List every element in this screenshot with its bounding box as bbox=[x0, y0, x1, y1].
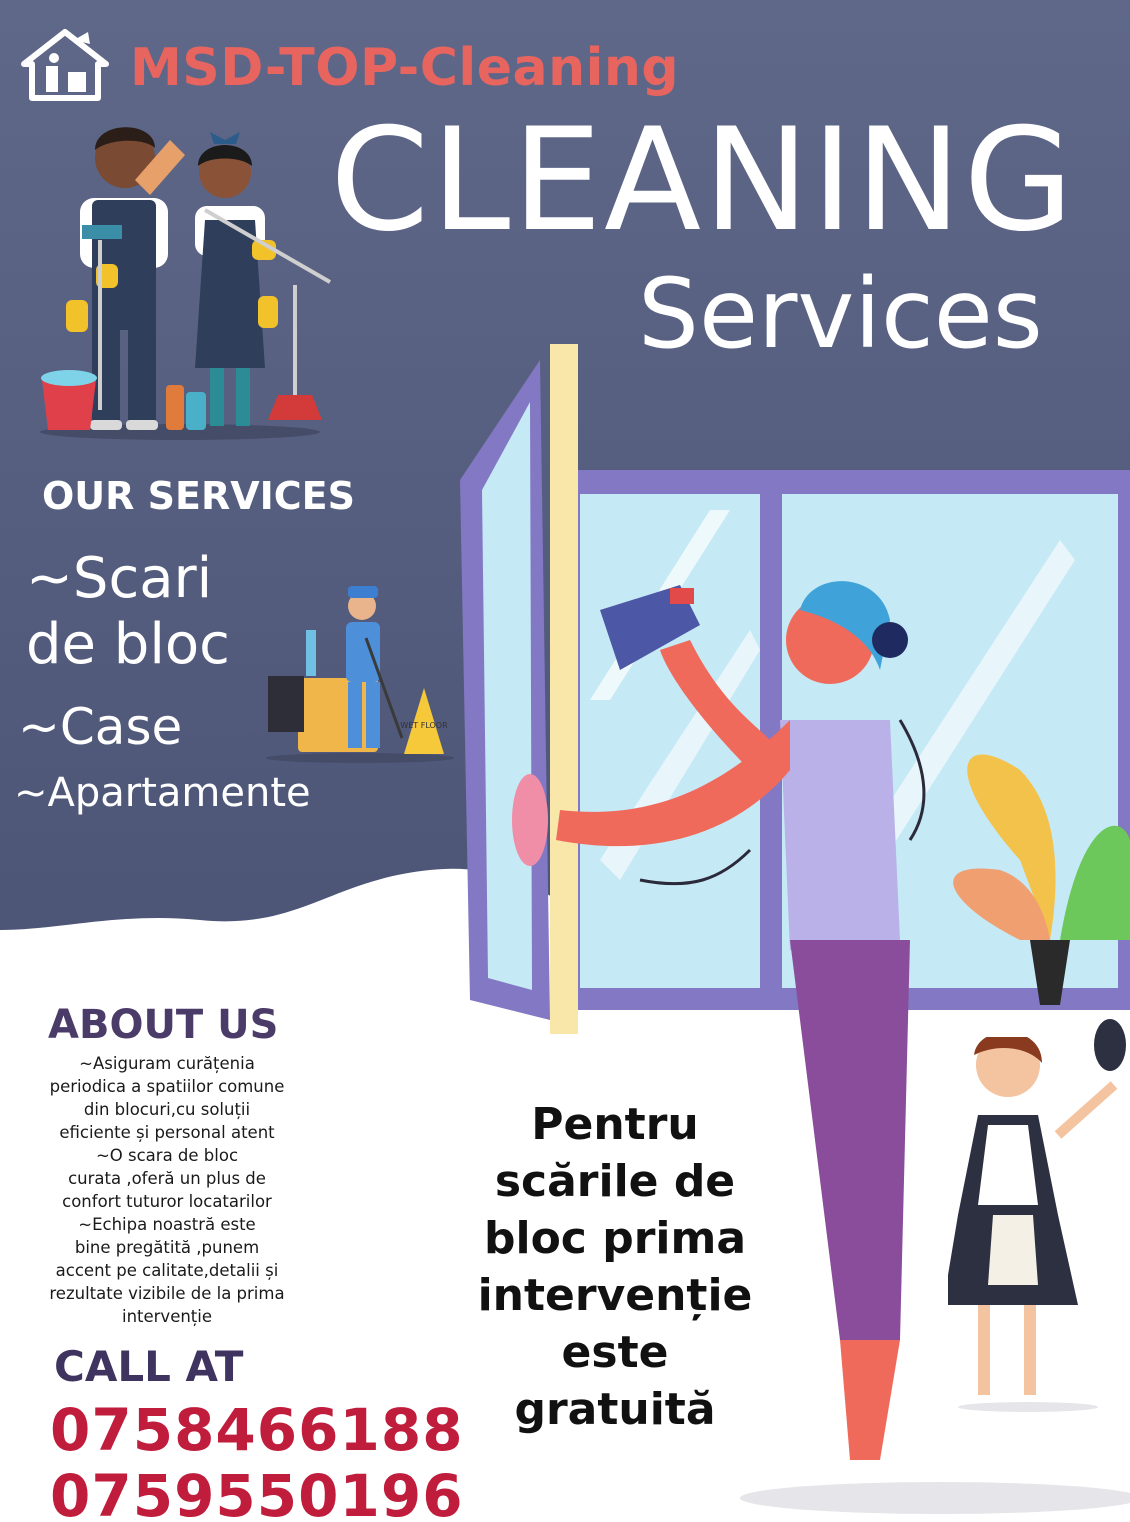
phone-number-1[interactable]: 0758466188 bbox=[50, 1396, 464, 1464]
about-line: rezultate vizibile de la prima bbox=[49, 1284, 285, 1303]
about-line: periodica a spatiilor comune bbox=[49, 1077, 285, 1096]
promo-line: intervenție bbox=[477, 1270, 753, 1321]
house-logo-icon bbox=[21, 29, 109, 101]
about-line: intervenție bbox=[121, 1307, 213, 1326]
call-title: CALL AT bbox=[54, 1342, 244, 1391]
about-line: confort tuturor locatarilor bbox=[62, 1192, 272, 1211]
maid-illustration bbox=[948, 1017, 1126, 1412]
about-title: ABOUT US bbox=[48, 1002, 279, 1048]
promo-line: Pentru bbox=[531, 1099, 699, 1150]
about-line: accent pe calitate,detalii și bbox=[55, 1261, 279, 1280]
janitor-illustration: WET FLOOR bbox=[262, 578, 458, 764]
promo-line: bloc prima bbox=[483, 1213, 747, 1264]
about-line: din blocuri,cu soluții bbox=[83, 1100, 251, 1119]
promo-line: este bbox=[561, 1327, 669, 1378]
brand-name: MSD-TOP-Cleaning bbox=[130, 38, 680, 98]
about-text: ~Asiguram curățenia periodica a spatiilo… bbox=[40, 1052, 294, 1328]
about-line: eficiente și personal atent bbox=[59, 1123, 275, 1142]
about-line: ~Echipa noastră este bbox=[78, 1215, 256, 1234]
promo-line: scările de bbox=[494, 1156, 736, 1207]
services-title: OUR SERVICES bbox=[42, 474, 355, 518]
service-houses: ~Case bbox=[18, 698, 183, 756]
about-line: bine pregătită ,punem bbox=[74, 1238, 260, 1257]
about-line: curata ,oferă un plus de bbox=[68, 1169, 266, 1188]
promo-text: Pentru scările de bloc prima intervenție… bbox=[470, 1096, 760, 1438]
window-cleaner-illustration bbox=[460, 344, 1130, 1460]
service-stairs-line2: de bloc bbox=[26, 612, 230, 677]
service-apartments: ~Apartamente bbox=[14, 770, 311, 816]
cleaning-couple-illustration bbox=[40, 127, 331, 440]
service-stairs-line1: ~Scari bbox=[26, 546, 213, 611]
headline-cleaning: CLEANING bbox=[330, 98, 1076, 263]
about-line: ~Asiguram curățenia bbox=[79, 1054, 255, 1073]
phone-number-2[interactable]: 0759550196 bbox=[50, 1462, 464, 1522]
about-line: ~O scara de bloc bbox=[95, 1146, 239, 1165]
headline-services: Services bbox=[638, 258, 1043, 370]
wet-floor-sign: WET FLOOR bbox=[400, 721, 448, 730]
promo-line: gratuită bbox=[514, 1384, 716, 1435]
